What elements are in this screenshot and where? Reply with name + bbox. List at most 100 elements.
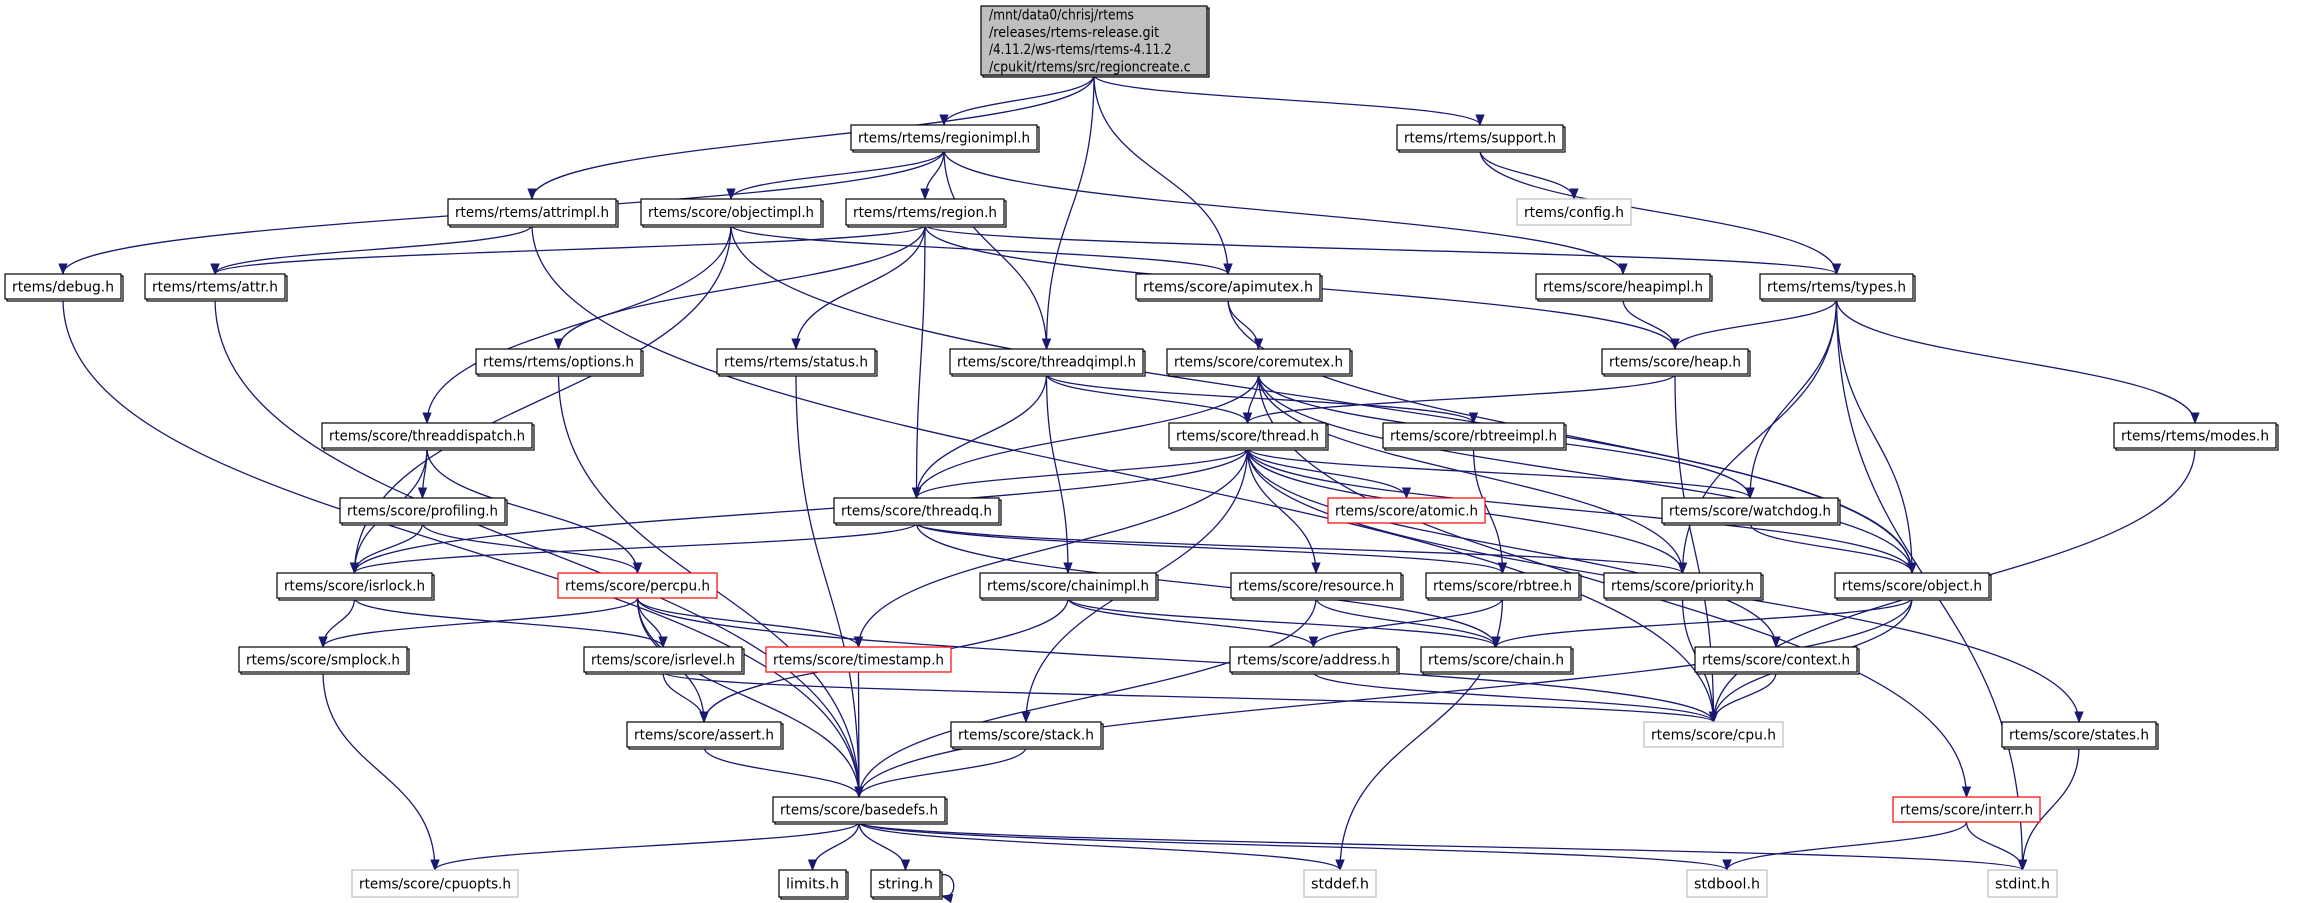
node-states[interactable]: rtems/score/states.h [2001, 721, 2159, 750]
node-priority[interactable]: rtems/score/priority.h [1603, 572, 1764, 601]
edge-main-to-attrimpl [527, 74, 1095, 201]
node-object[interactable]: rtems/score/object.h [1834, 572, 1992, 601]
node-profiling[interactable]: rtems/score/profiling.h [339, 497, 508, 526]
node-assert[interactable]: rtems/score/assert.h [626, 721, 784, 750]
edge-types-to-heap [1670, 298, 1838, 351]
node-attrimpl[interactable]: rtems/rtems/attrimpl.h [447, 198, 619, 228]
node-label: rtems/score/threaddispatch.h [329, 429, 525, 445]
node-heap[interactable]: rtems/score/heap.h [1601, 348, 1751, 377]
node-threadq[interactable]: rtems/score/threadq.h [833, 497, 1002, 526]
node-atomic[interactable]: rtems/score/atomic.h [1327, 497, 1486, 524]
node-context[interactable]: rtems/score/context.h [1694, 646, 1860, 675]
node-box [1382, 422, 1565, 449]
edge-threadqimpl-to-thread [1045, 373, 1253, 425]
node-isrlevel[interactable]: rtems/score/isrlevel.h [583, 646, 745, 675]
node-modes[interactable]: rtems/rtems/modes.h [2113, 422, 2279, 451]
node-label: rtems/score/smplock.h [246, 653, 400, 669]
node-box [1168, 422, 1327, 449]
node-stack[interactable]: rtems/score/stack.h [950, 721, 1104, 750]
edge-watchdog-to-object [1749, 522, 1917, 575]
node-box [1643, 721, 1784, 748]
node-label: rtems/score/apimutex.h [1143, 280, 1313, 296]
node-threaddispatch[interactable]: rtems/score/threaddispatch.h [321, 422, 535, 451]
node-label: rtems/score/cpu.h [1651, 728, 1776, 744]
node-label: rtems/score/atomic.h [1335, 504, 1478, 520]
node-label: rtems/score/context.h [1702, 653, 1850, 669]
node-stdbool[interactable]: stdbool.h [1686, 869, 1768, 898]
node-types[interactable]: rtems/rtems/types.h [1759, 273, 1916, 302]
node-percpu[interactable]: rtems/score/percpu.h [557, 572, 718, 599]
node-heapimpl[interactable]: rtems/score/heapimpl.h [1535, 273, 1713, 302]
edge-isrlock-to-isrlevel [353, 597, 668, 649]
node-main[interactable]: /mnt/data0/chrisj/rtems/releases/rtems-r… [980, 5, 1210, 78]
node-stddef[interactable]: stddef.h [1303, 869, 1377, 898]
node-box [765, 646, 952, 673]
node-label: rtems/score/states.h [2009, 728, 2149, 744]
node-label: stddef.h [1311, 877, 1369, 893]
node-label: rtems/score/heapimpl.h [1543, 280, 1703, 296]
node-apimutex[interactable]: rtems/score/apimutex.h [1135, 273, 1323, 302]
node-label: rtems/rtems/types.h [1767, 280, 1906, 296]
node-label: stdint.h [1995, 877, 2050, 893]
node-label: rtems/score/cpuopts.h [359, 877, 511, 893]
node-basedefs[interactable]: rtems/score/basedefs.h [772, 796, 948, 825]
node-label: rtems/score/objectimpl.h [648, 205, 814, 221]
node-box [626, 721, 782, 748]
node-box [716, 348, 876, 375]
node-rbtree[interactable]: rtems/score/rbtree.h [1425, 572, 1582, 601]
edge-main-to-threadqimpl [1041, 74, 1095, 351]
node-rbtreeimpl[interactable]: rtems/score/rbtreeimpl.h [1382, 422, 1567, 451]
edge-percpu-to-cpu [636, 597, 1718, 724]
edge-basedefs-to-stdint [858, 821, 2027, 872]
node-chain[interactable]: rtems/score/chain.h [1420, 646, 1574, 675]
edge-objectimpl-to-threaddispatch [422, 224, 732, 425]
node-timestamp[interactable]: rtems/score/timestamp.h [765, 646, 952, 673]
edge-object-to-basedefs [854, 597, 1913, 799]
node-label: rtems/rtems/options.h [483, 355, 634, 371]
node-watchdog[interactable]: rtems/score/watchdog.h [1661, 497, 1841, 526]
edge-main-to-support [1093, 74, 1485, 127]
node-regionimpl[interactable]: rtems/rtems/regionimpl.h [850, 124, 1040, 153]
node-label: rtems/score/resource.h [1238, 579, 1394, 595]
node-string[interactable]: string.h [870, 869, 943, 900]
node-region[interactable]: rtems/rtems/region.h [845, 198, 1007, 228]
node-box [475, 348, 642, 375]
node-box [339, 497, 506, 524]
node-chainimpl[interactable]: rtems/score/chainimpl.h [979, 572, 1159, 601]
node-cpu[interactable]: rtems/score/cpu.h [1643, 721, 1784, 748]
edge-regionimpl-to-region [920, 149, 945, 201]
node-box [772, 796, 946, 823]
node-threadqimpl[interactable]: rtems/score/threadqimpl.h [949, 348, 1146, 377]
node-address[interactable]: rtems/score/address.h [1229, 646, 1400, 675]
node-status[interactable]: rtems/rtems/status.h [716, 348, 878, 377]
edge-types-to-watchdog [1745, 298, 1838, 500]
node-resource[interactable]: rtems/score/resource.h [1230, 572, 1404, 601]
node-box [980, 5, 1208, 76]
node-stdint[interactable]: stdint.h [1987, 869, 2058, 898]
node-box [1661, 497, 1839, 524]
node-smplock[interactable]: rtems/score/smplock.h [238, 646, 410, 675]
edge-threadqimpl-to-threadq [911, 373, 1048, 500]
node-thread[interactable]: rtems/score/thread.h [1168, 422, 1329, 451]
edge-status-to-basedefs [795, 373, 864, 799]
node-interr[interactable]: rtems/score/interr.h [1892, 796, 2041, 823]
node-debug[interactable]: rtems/debug.h [4, 273, 124, 302]
node-attr[interactable]: rtems/rtems/attr.h [144, 273, 288, 302]
node-isrlock[interactable]: rtems/score/isrlock.h [276, 572, 435, 601]
node-label: rtems/score/address.h [1237, 653, 1390, 669]
node-limits[interactable]: limits.h [778, 869, 849, 900]
edge-region-to-attr [210, 224, 926, 276]
node-box [144, 273, 286, 300]
edge-threadq-to-rbtree [915, 522, 1507, 575]
node-label: rtems/score/profiling.h [347, 504, 498, 520]
node-options[interactable]: rtems/rtems/options.h [475, 348, 644, 377]
node-box [276, 572, 433, 599]
node-objectimpl[interactable]: rtems/score/objectimpl.h [640, 198, 824, 228]
node-coremutex[interactable]: rtems/score/coremutex.h [1166, 348, 1353, 377]
node-config[interactable]: rtems/config.h [1516, 198, 1632, 226]
node-support[interactable]: rtems/rtems/support.h [1396, 124, 1566, 153]
edge-percpu-to-smplock [318, 597, 639, 649]
node-cpuopts[interactable]: rtems/score/cpuopts.h [351, 869, 519, 898]
edge-support-to-types [1479, 149, 1842, 276]
edge-interr-to-stdbool [1722, 821, 1968, 872]
